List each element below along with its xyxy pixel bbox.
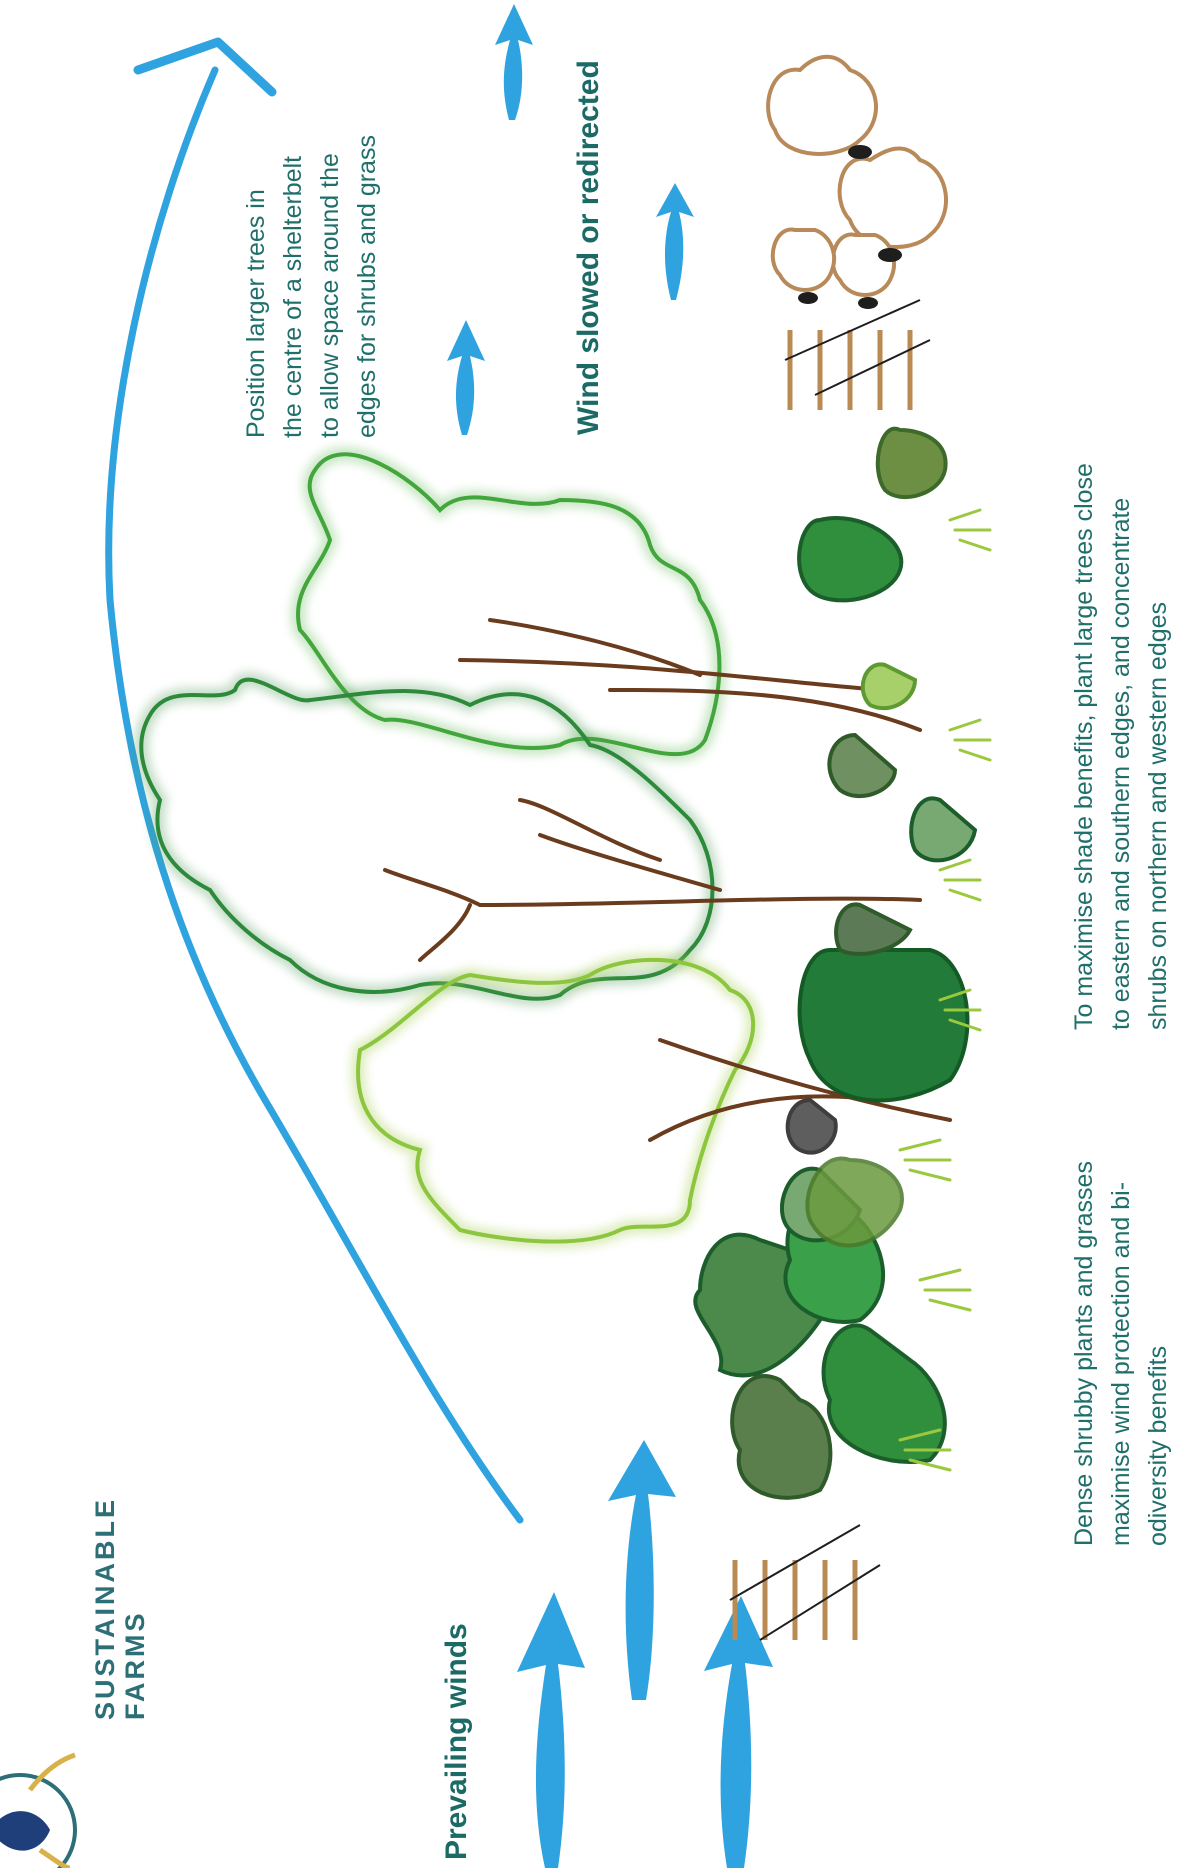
brand-name: SUSTAINABLE FARMS [90,1497,150,1720]
shrub-icon [695,429,975,1498]
wind-arrow-icon [656,183,694,300]
note-line: odiversity benefits [1140,1161,1177,1546]
note-line: the centre of a shelterbelt [275,135,312,438]
sustainable-farms-logo-icon [0,1755,75,1868]
tree-icon [298,454,719,754]
note-line: To maximise shade benefits, plant large … [1066,463,1103,1030]
wind-arrow-icon [447,320,485,435]
note-line: shrubs on northern and western edges [1140,463,1177,1030]
brand-line-2: FARMS [120,1497,150,1720]
wind-flow-arrowhead [138,42,272,92]
note-line: maximise wind protection and bi- [1103,1161,1140,1546]
shade-benefits-note: To maximise shade benefits, plant large … [1066,463,1177,1030]
wind-arrow-icon [495,4,533,120]
wind-slowed-label: Wind slowed or redirected [572,60,606,435]
brand-line-1: SUSTAINABLE [90,1497,120,1720]
note-line: to allow space around the [312,135,349,438]
note-line: to eastern and southern edges, and conce… [1103,463,1140,1030]
dense-shrubs-note: Dense shrubby plants and grasses maximis… [1066,1161,1177,1546]
sheep-icon [768,57,946,295]
note-line: Position larger trees in [238,135,275,438]
fence-icon [785,300,930,410]
note-line: Dense shrubby plants and grasses [1066,1161,1103,1546]
position-trees-note: Position larger trees in the centre of a… [238,135,386,438]
prevailing-winds-label: Prevailing winds [440,1623,474,1860]
wind-arrow-icon [517,1592,585,1868]
wind-arrow-icon [608,1440,676,1700]
note-line: edges for shrubs and grass [349,135,386,438]
